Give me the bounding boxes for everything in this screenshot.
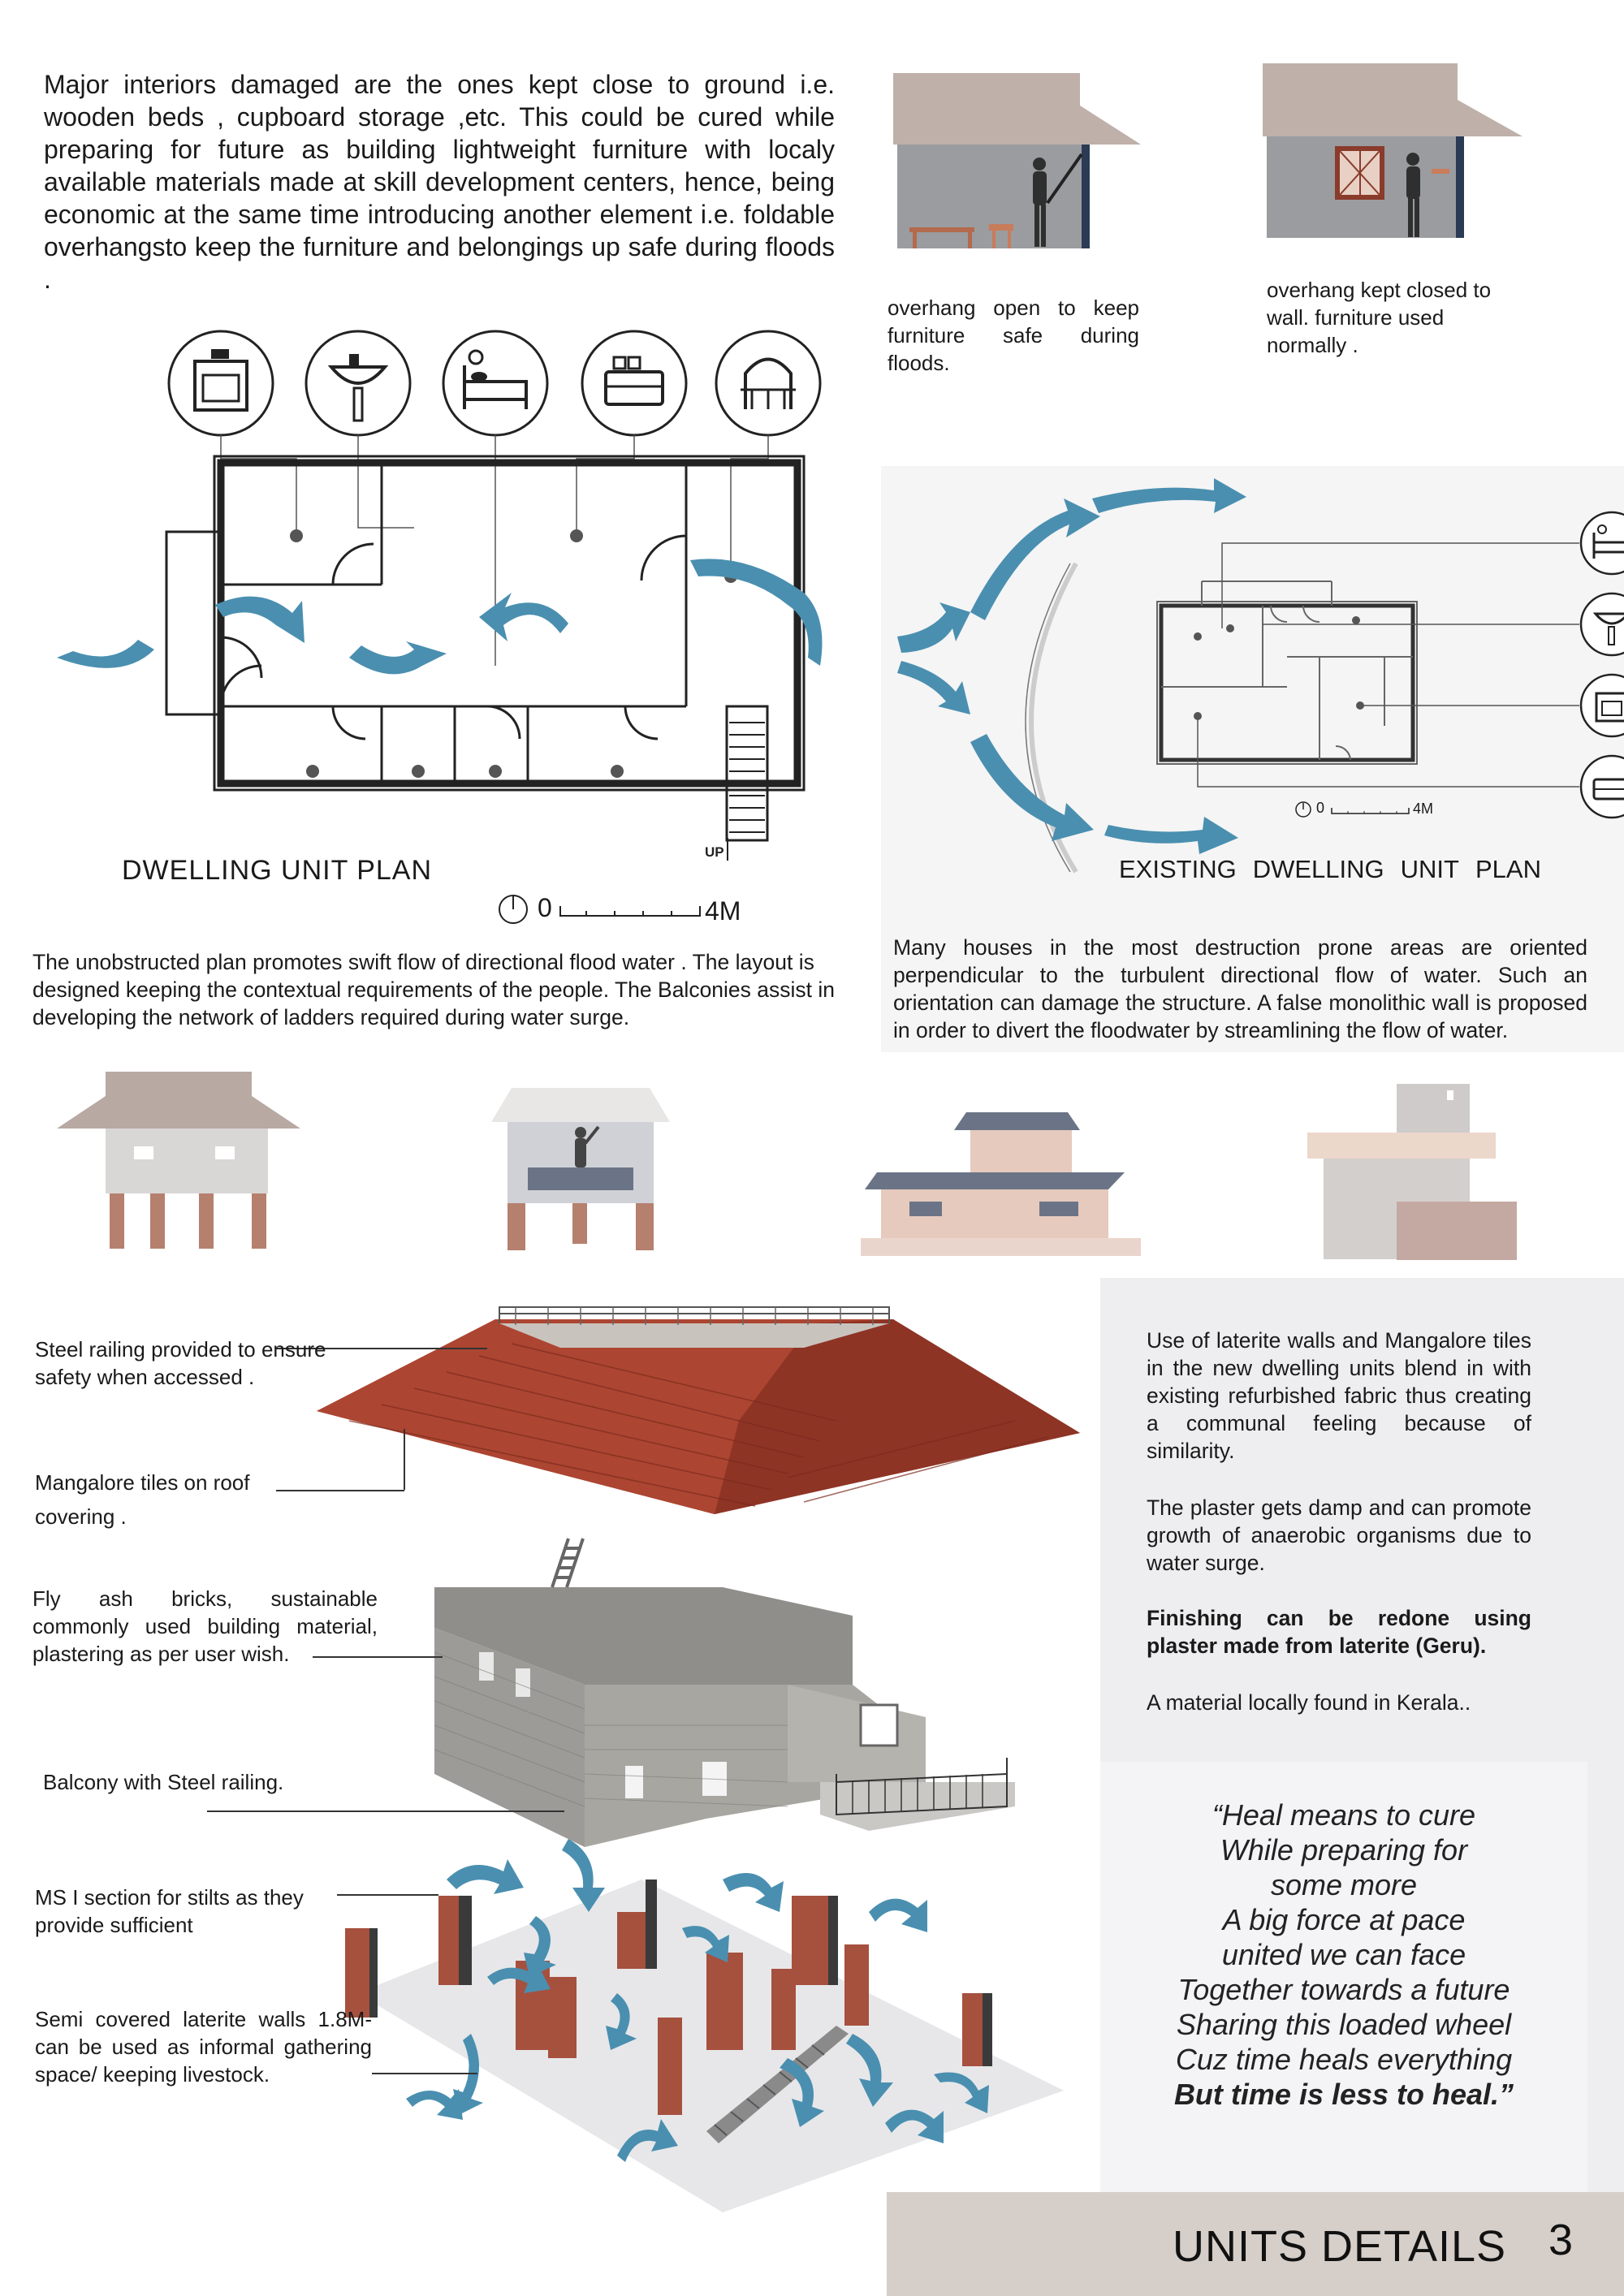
poem-line: “Heal means to cure [1212,1798,1476,1832]
mangalore-tiles-leader [276,1490,404,1491]
existing-title-word: UNIT [1400,855,1459,883]
fly-ash-brick-walls [434,1538,1015,1847]
material-note-3: Finishing can be redone using plaster ma… [1147,1606,1531,1658]
raised-house-person-illustration [491,1088,670,1250]
existing-plan-caption: Many houses in the most destruction pron… [893,935,1587,1042]
poem-panel [1100,1762,1587,2192]
poem-line: united we can face [1221,1938,1466,1971]
single-storey-pink-house-illustration [861,1112,1141,1256]
laterite-walls-label: Semi covered laterite walls 1.8M- can be… [35,2007,372,2087]
poem-line: Sharing this loaded wheel [1176,2008,1512,2041]
material-note-4: A material locally found in Kerala.. [1147,1690,1471,1715]
ms-section-label: MS I section for stilts as they provide … [35,1885,304,1937]
overhang-open-caption: overhang open to keep furniture safe dur… [888,296,1139,375]
dwelling-unit-plan: UP [57,330,823,861]
poem-line: A big force at pace [1222,1903,1466,1936]
house-on-stilts-illustration [57,1072,300,1249]
sofa-icon [581,330,688,437]
overhang-open-illustration [893,73,1141,248]
bed-icon [442,330,549,437]
ms-section-leader [337,1894,438,1896]
poem-line: Cuz time heals everything [1175,2043,1513,2076]
existing-scale-bar: 0 4M [1295,800,1449,819]
boxy-house-illustration [1307,1084,1517,1260]
poem-line: some more [1270,1868,1418,1901]
existing-stove-icon [1579,673,1624,738]
plan-scale-start: 0 [538,893,552,922]
footer-bar: UNITS DETAILS 3 [887,2192,1624,2296]
stilts-laterite-base [345,1839,1064,2212]
material-note-1: Use of laterite walls and Mangalore tile… [1147,1328,1531,1463]
existing-dwelling-plan [897,478,1624,874]
existing-scale-end: 4M [1413,801,1434,817]
plan-title: DWELLING UNIT PLAN [122,855,433,886]
plan-scale-end: 4M [705,896,741,926]
window-balcony-icon [715,330,822,437]
poem: “Heal means to cure While preparing for … [1100,1798,1587,2112]
existing-title-word: PLAN [1475,855,1541,883]
poem-line: While preparing for [1220,1833,1468,1867]
balcony-leader [207,1810,564,1812]
steel-railing-label: Steel railing provided to ensure safety … [35,1337,326,1389]
footer-title: UNITS DETAILS [1173,2222,1507,2271]
plan-caption: The unobstructed plan promotes swift flo… [32,950,836,1029]
plan-scale-bar: 0 4M [497,891,789,927]
overhang-closed-caption: overhang kept closed to wall. furniture … [1267,278,1492,357]
existing-title-word: EXISTING [1119,855,1237,883]
balcony-label: Balcony with Steel railing. [43,1770,284,1794]
wash-basin-icon [304,330,412,437]
poem-line: Together towards a future [1177,1973,1510,2006]
laterite-walls-leader [372,2073,477,2074]
existing-title-word: DWELLING [1252,855,1384,883]
existing-sofa-icon [1579,754,1624,819]
mangalore-tiles-leader-v [404,1429,405,1490]
fly-ash-label: Fly ash bricks, sustainable commonly use… [32,1586,378,1666]
up-label: UP [705,844,724,860]
existing-bed-icon [1579,511,1624,576]
roof-mangalore-tiles [317,1306,1080,1514]
existing-wash-basin-icon [1579,592,1624,657]
existing-plan-title: EXISTING DWELLING UNIT PLAN [1119,855,1541,884]
stove-icon [167,330,274,437]
steel-railing-leader [276,1348,487,1349]
page-number: 3 [1548,2216,1574,2264]
overhang-closed-illustration [1263,63,1522,238]
intro-paragraph: Major interiors damaged are the ones kep… [44,70,835,294]
mangalore-tiles-label: Mangalore tiles on roof covering . [35,1470,250,1529]
poem-line-final: But time is less to heal.” [1173,2078,1514,2111]
fly-ash-leader [313,1656,443,1658]
existing-scale-start: 0 [1316,800,1325,816]
material-note-2: The plaster gets damp and can promote gr… [1147,1495,1531,1575]
